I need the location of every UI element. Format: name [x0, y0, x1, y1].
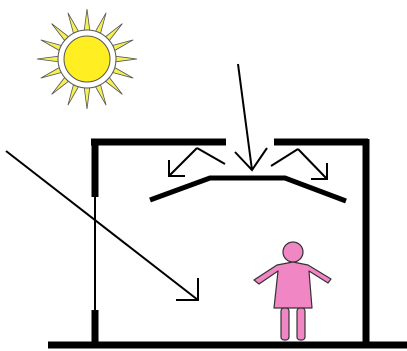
sun-core: [63, 35, 111, 83]
person-head: [282, 241, 304, 263]
sun-rays: [36, 8, 138, 110]
person-body: [253, 261, 332, 309]
light-rays: [5, 63, 328, 301]
light-shelf: [149, 175, 347, 204]
person-right-leg: [296, 307, 306, 341]
person-icon: [253, 241, 332, 341]
sun-icon: [36, 8, 138, 110]
sun-ray: [83, 85, 91, 110]
arrow-icon: [5, 150, 199, 301]
sun-ray: [36, 55, 61, 63]
sun-ray: [83, 8, 91, 33]
building: [48, 138, 407, 349]
arrow-icon: [270, 148, 328, 180]
arrow-icon: [234, 63, 268, 172]
sun-ray: [113, 55, 138, 63]
arrow-icon: [168, 147, 226, 177]
person-left-leg: [280, 307, 290, 341]
